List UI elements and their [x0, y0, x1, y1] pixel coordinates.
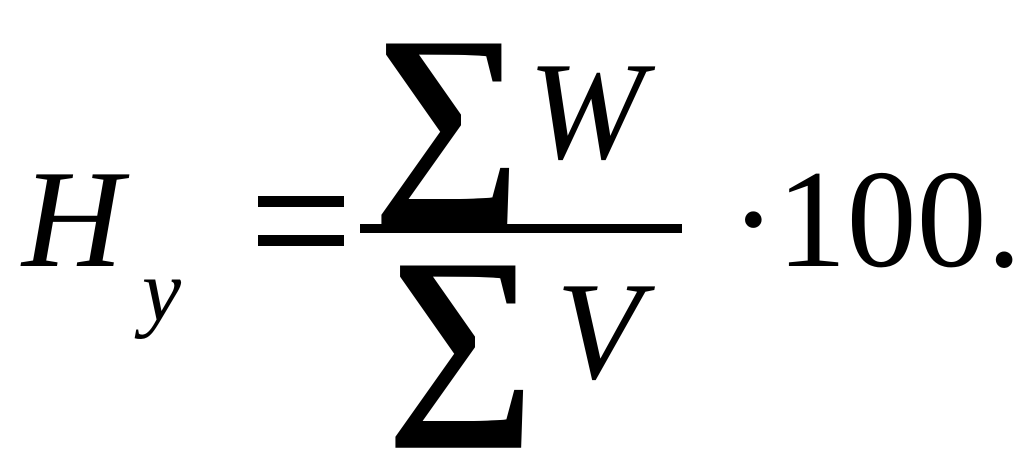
equals-sign-bottom-bar	[258, 235, 344, 246]
equals-sign-top-bar	[258, 196, 344, 207]
subscript-y: y	[142, 243, 182, 340]
numerator-sum-symbol: ∑	[372, 0, 522, 227]
denominator-sum-symbol: ∑	[386, 217, 536, 449]
multiplier-100: ·100.	[730, 142, 1022, 297]
fraction-bar	[360, 224, 682, 233]
variable-h: H	[22, 142, 124, 297]
numerator-variable-w: W	[528, 34, 645, 189]
denominator-variable-v: V	[556, 254, 642, 409]
